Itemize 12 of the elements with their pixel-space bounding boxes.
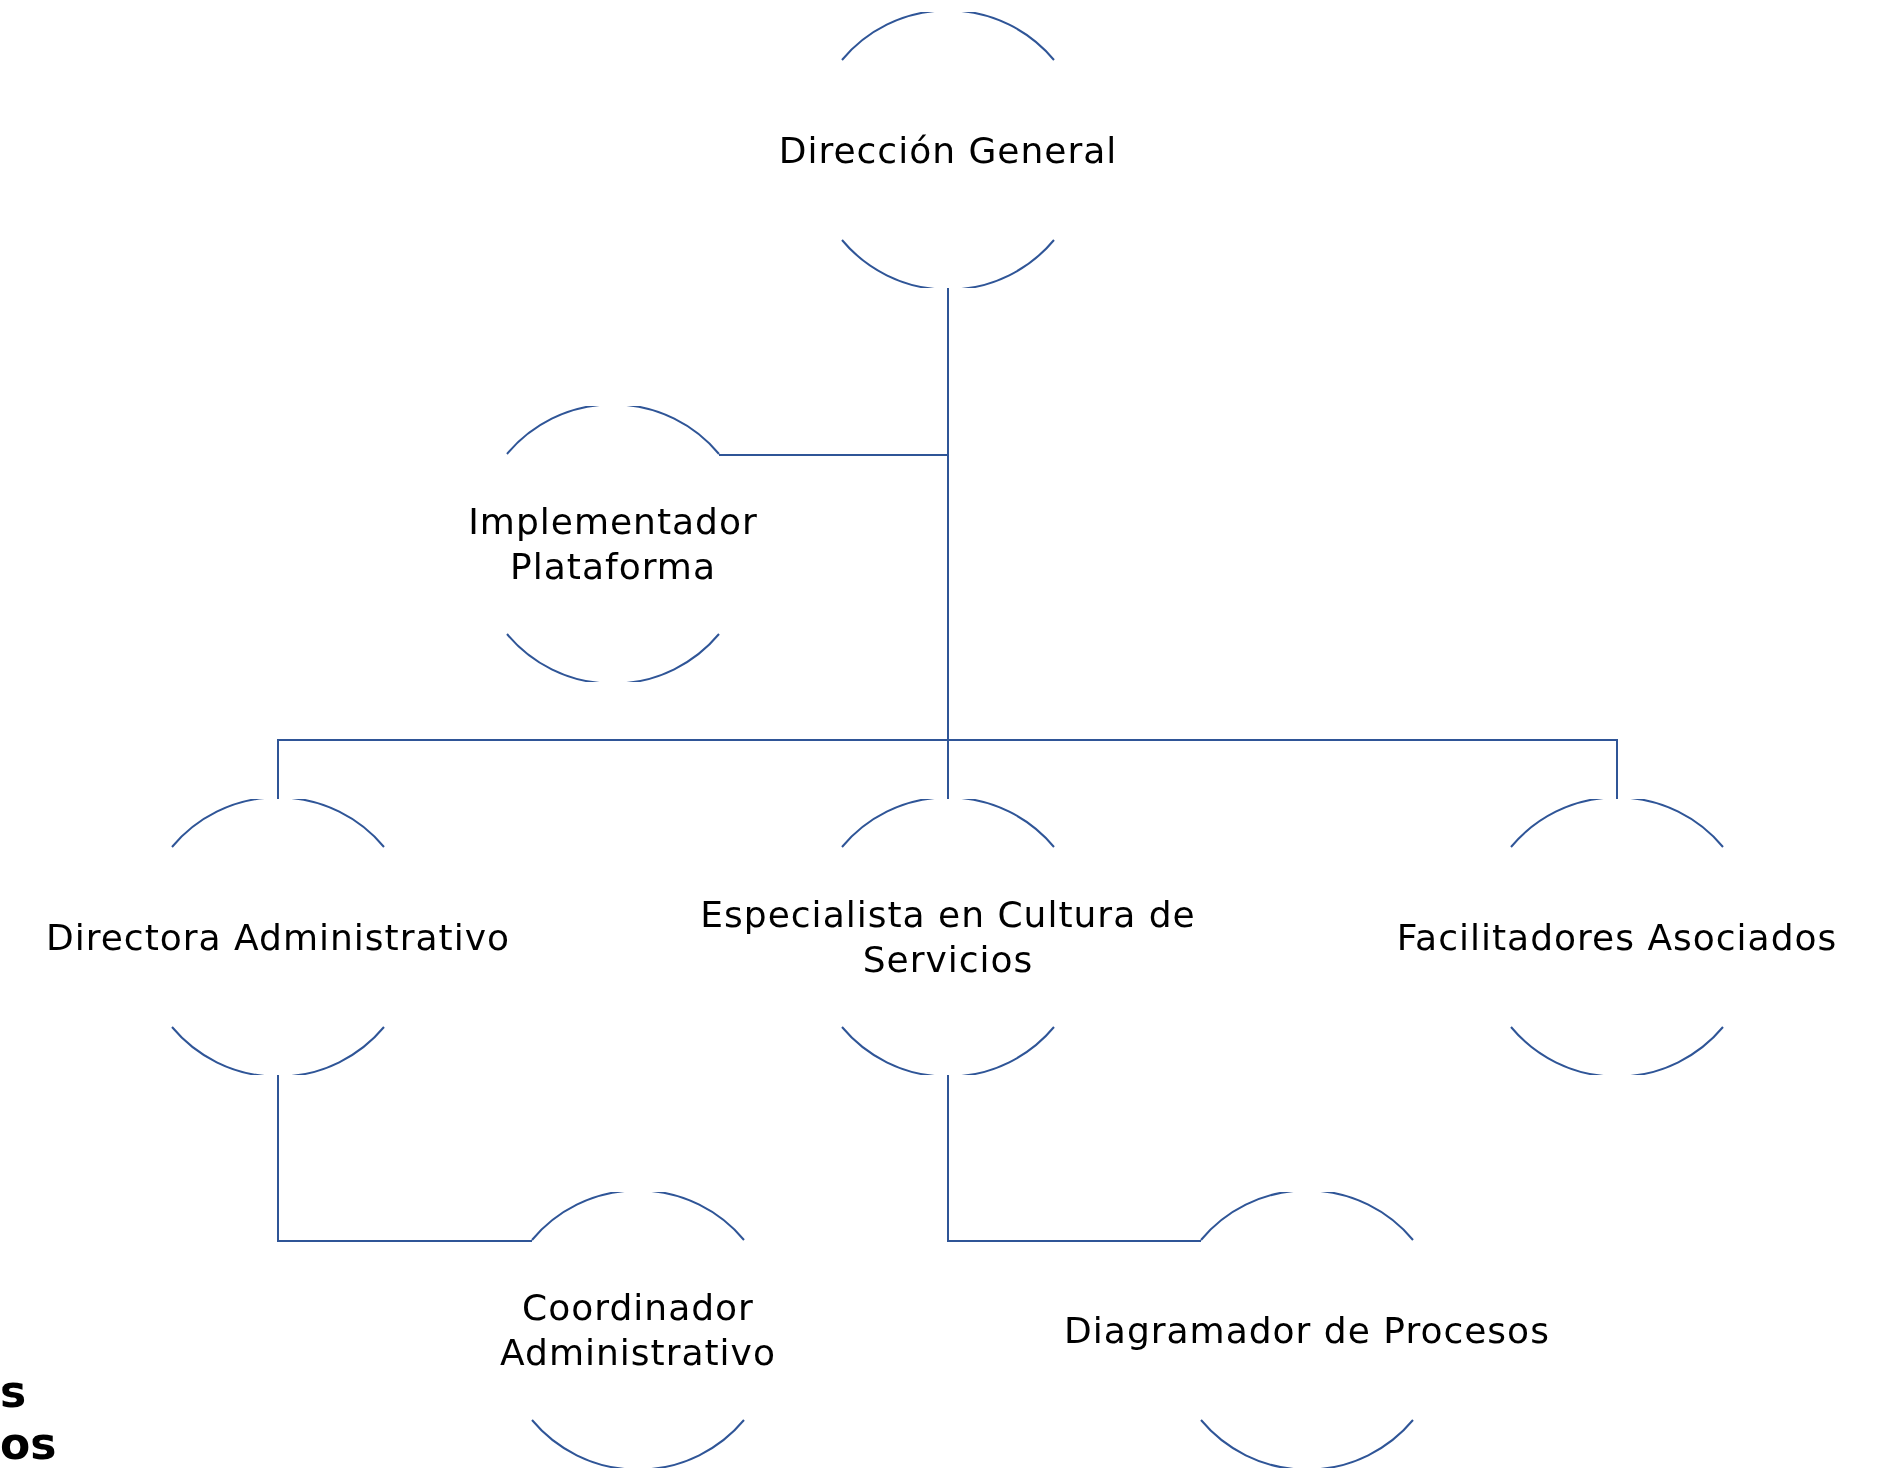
connector-line [277, 1074, 533, 1242]
role-title: Implementador Plataforma [467, 500, 759, 589]
role-title: Especialista en Cultura de Servicios [699, 893, 1197, 982]
role-title: Directora Administrativo [45, 915, 510, 960]
role-title: Coordinador Administrativo [499, 1286, 777, 1375]
text-fragment: s [0, 1370, 27, 1414]
connector-line [947, 287, 1618, 800]
role-title: Dirección General [778, 128, 1118, 173]
role-title: Facilitadores Asociados [1396, 915, 1838, 960]
role-title: Diagramador de Procesos [1064, 1308, 1550, 1353]
connector-line [947, 1074, 1202, 1242]
text-fragment: os [0, 1422, 57, 1466]
